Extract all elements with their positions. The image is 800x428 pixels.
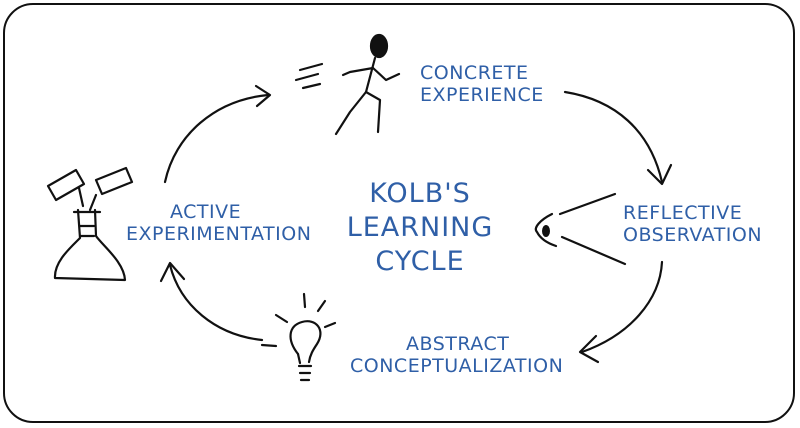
title-line2: LEARNING <box>346 211 494 243</box>
stage-reflective-line2: OBSERVATION <box>623 224 763 247</box>
title-line1: KOLB'S <box>369 178 471 209</box>
running-person-icon <box>294 33 401 136</box>
stage-reflective-line1: REFLECTIVE <box>623 202 743 224</box>
arrow-abstract-to-active <box>159 261 264 342</box>
stage-concrete-experience: CONCRETE EXPERIENCE <box>420 62 544 107</box>
test-tubes-flask-icon <box>46 166 134 282</box>
stage-active-line2: EXPERIMENTATION <box>126 223 312 246</box>
arrow-concrete-to-reflective <box>563 90 673 186</box>
stage-abstract-conceptualization: ABSTRACT CONCEPTUALIZATION <box>350 333 563 378</box>
stage-reflective-observation: REFLECTIVE OBSERVATION <box>623 202 762 247</box>
stage-active-line1: ACTIVE <box>170 201 242 223</box>
lightbulb-icon <box>260 292 337 382</box>
eye-icon <box>534 192 627 266</box>
arrow-reflective-to-abstract <box>578 260 664 364</box>
stage-concrete-line2: EXPERIENCE <box>420 84 544 107</box>
diagram-title: KOLB'S LEARNING CYCLE <box>330 177 510 278</box>
stage-concrete-line1: CONCRETE <box>420 62 529 84</box>
stage-active-experimentation: ACTIVE EXPERIMENTATION <box>126 201 311 246</box>
stage-abstract-line1: ABSTRACT <box>406 333 510 355</box>
arrow-active-to-concrete <box>163 84 272 184</box>
stage-abstract-line2: CONCEPTUALIZATION <box>350 355 564 378</box>
title-line3: CYCLE <box>375 245 465 277</box>
